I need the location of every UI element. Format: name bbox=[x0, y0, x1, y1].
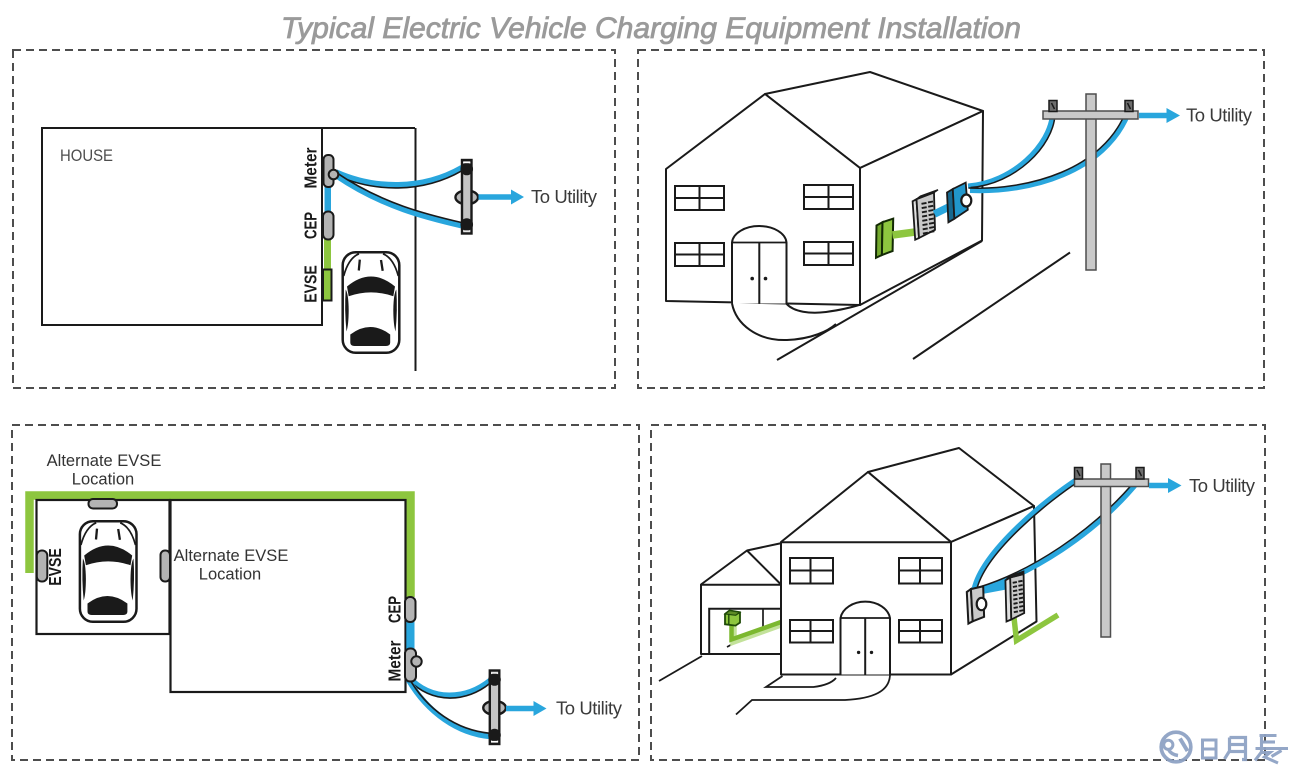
svg-text:CEP: CEP bbox=[385, 596, 405, 623]
svg-text:To Utility: To Utility bbox=[531, 186, 598, 207]
svg-text:Alternate EVSE: Alternate EVSE bbox=[47, 452, 162, 470]
svg-text:To Utility: To Utility bbox=[556, 698, 623, 719]
svg-text:To Utility: To Utility bbox=[1186, 105, 1253, 126]
svg-text:EVSE: EVSE bbox=[45, 548, 65, 586]
svg-text:CEP: CEP bbox=[301, 212, 321, 239]
svg-text:EVSE: EVSE bbox=[301, 265, 321, 303]
svg-text:HOUSE: HOUSE bbox=[60, 146, 113, 165]
svg-text:Meter: Meter bbox=[301, 147, 321, 188]
svg-text:Location: Location bbox=[199, 566, 261, 584]
svg-text:Typical Electric Vehicle Charg: Typical Electric Vehicle Charging Equipm… bbox=[281, 12, 1021, 45]
svg-text:To Utility: To Utility bbox=[1189, 475, 1256, 496]
svg-text:Meter: Meter bbox=[385, 640, 405, 681]
svg-text:Location: Location bbox=[72, 471, 134, 489]
svg-text:Alternate EVSE: Alternate EVSE bbox=[174, 547, 289, 565]
